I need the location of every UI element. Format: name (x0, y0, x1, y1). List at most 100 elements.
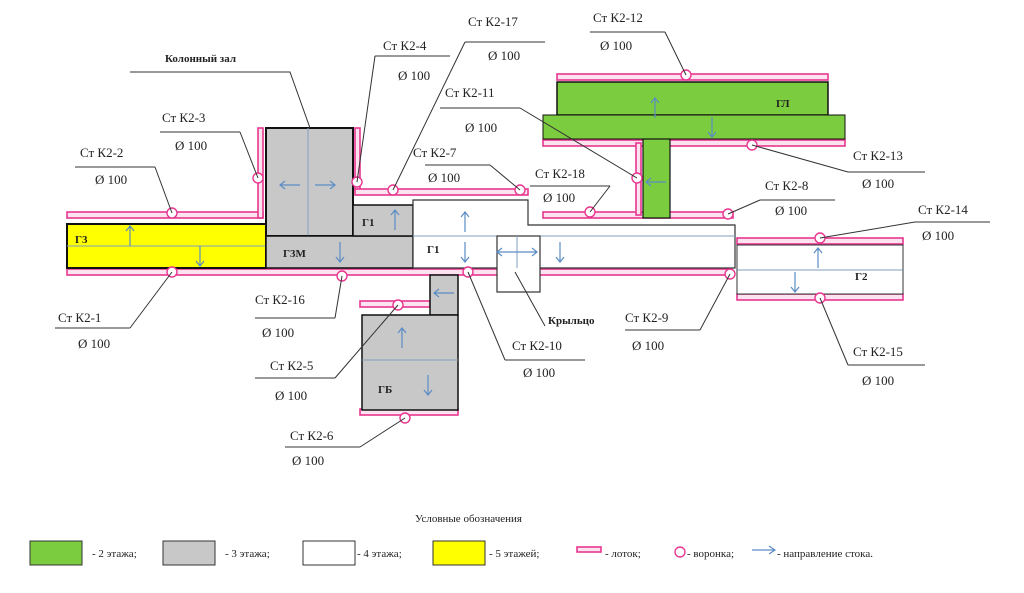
downpipe-label: Ст К2-10 (512, 338, 562, 353)
leader-line (625, 273, 731, 331)
downpipe-label: Ст К2-15 (853, 344, 903, 359)
leader-line (440, 107, 638, 179)
flow-arrow-icon (555, 242, 565, 263)
flow-arrow-icon (460, 242, 470, 263)
roof-gb (361, 314, 459, 411)
flow-arrow-icon (397, 327, 407, 348)
downpipe-callout: Ст К2-7 Ø 100 (413, 145, 521, 191)
flow-arrow-icon (433, 288, 454, 298)
downpipe-callout: Ст К2-4Ø 100 (356, 38, 450, 183)
leader-line (285, 417, 406, 448)
downpipe-callout: Ст К2-10 Ø 100 (467, 271, 585, 380)
downpipe-callout: Ст К2-13Ø 100 (751, 144, 925, 191)
label-g1-small: Г1 (362, 217, 375, 229)
roof-gl-lower (542, 114, 846, 140)
flow-arrow-icon (195, 246, 205, 267)
downpipe-label: Ст К2-5 (270, 358, 313, 373)
downpipe-callout: Ст К2-16 Ø 100 (255, 275, 343, 340)
legend-gutter-icon (576, 546, 602, 553)
downpipe-diameter: Ø 100 (262, 325, 294, 340)
flow-arrow-icon (517, 247, 538, 257)
downpipe-callout: Ст К2-2Ø 100 (75, 145, 173, 214)
label-column-hall: Колонный зал (165, 53, 236, 65)
flow-arrow-icon (707, 117, 717, 138)
downpipe-diameter: Ø 100 (862, 176, 894, 191)
label-porch: Крыльцо (548, 315, 595, 327)
downpipe-label: Ст К2-1 (58, 310, 101, 325)
flow-arrow-icon (335, 242, 345, 263)
leader-line (160, 131, 259, 179)
leader-line (467, 271, 585, 361)
label-g3m: Г3М (283, 248, 306, 260)
label-g3: Г3 (75, 234, 88, 246)
flow-arrow-icon (496, 247, 517, 257)
downpipe-label: Ст К2-2 (80, 145, 123, 160)
legend: Условные обозначения - 2 этажа; - 3 этаж… (29, 513, 873, 566)
legend-swatch-4-floors (302, 540, 356, 566)
flow-arrow-icon (645, 177, 666, 187)
gutter (542, 139, 846, 147)
leader-line (727, 199, 835, 215)
downpipe-callout: Ст К2-14Ø 100 (819, 202, 990, 243)
legend-3-floors: - 3 этажа; (225, 548, 270, 560)
downpipe-callout: Ст К2-12 Ø 100 (590, 10, 687, 76)
downpipe-label: Ст К2-11 (445, 85, 494, 100)
downpipe-diameter: Ø 100 (523, 365, 555, 380)
flow-arrow-icon (125, 225, 135, 246)
flow-arrow-icon (423, 375, 433, 396)
leader-line (425, 164, 521, 191)
downpipe-callout: Ст К2-8 Ø 100 (727, 178, 835, 218)
flow-arrow-icon (790, 272, 800, 293)
legend-swatch-3-floors (162, 540, 216, 566)
downpipe-label: Ст К2-9 (625, 310, 668, 325)
legend-2-floors: - 2 этажа; (92, 548, 137, 560)
leader-line (819, 297, 925, 366)
downpipe-callout: Ст К2-17 Ø 100 (392, 14, 545, 191)
legend-4-floors: - 4 этажа; (357, 548, 402, 560)
downpipe-diameter: Ø 100 (632, 338, 664, 353)
legend-flow: - направление стока. (777, 548, 873, 560)
downpipe-diameter: Ø 100 (775, 203, 807, 218)
downpipe-callout: Ст К2-1 Ø 100 (55, 271, 173, 351)
downpipe-diameter: Ø 100 (275, 388, 307, 403)
downpipe-callout: Ст К2-18Ø 100 (530, 166, 611, 213)
legend-gutter: - лоток; (605, 548, 641, 560)
downpipe-callout: Ст К2-6 Ø 100 (285, 417, 406, 468)
downpipe-callout: Ст К2-11Ø 100 (440, 85, 638, 179)
downpipe-diameter: Ø 100 (428, 170, 460, 185)
flow-arrow-icon (650, 97, 660, 118)
downpipe-label: Ст К2-7 (413, 145, 457, 160)
downpipe-callout: Ст К2-15Ø 100 (819, 297, 925, 388)
downpipe-diameter: Ø 100 (600, 38, 632, 53)
downpipe-label: Ст К2-6 (290, 428, 334, 443)
downpipe-label: Ст К2-16 (255, 292, 305, 307)
downpipe-diameter: Ø 100 (398, 68, 430, 83)
leader-line (530, 185, 611, 213)
flow-arrow-icon (813, 247, 823, 268)
downpipe-diameter: Ø 100 (543, 190, 575, 205)
gutter (66, 211, 264, 219)
downpipe-label: Ст К2-8 (765, 178, 808, 193)
label-gl: ГЛ (776, 98, 790, 110)
flow-arrow-icon (279, 180, 300, 190)
label-g2: Г2 (855, 271, 868, 283)
downpipe-label: Ст К2-17 (468, 14, 518, 29)
leader-line (255, 304, 399, 379)
leader-line (819, 221, 990, 239)
downpipe-diameter: Ø 100 (292, 453, 324, 468)
downpipe-label: Ст К2-3 (162, 110, 205, 125)
downpipe-diameter: Ø 100 (175, 138, 207, 153)
legend-flow-arrow-icon (752, 545, 777, 555)
downpipe-label: Ст К2-12 (593, 10, 643, 25)
downpipe-callout: Ст К2-3 Ø 100 (160, 110, 259, 179)
leader-line (751, 144, 925, 173)
gutter (556, 73, 829, 81)
legend-title: Условные обозначения (415, 513, 522, 525)
label-g1-main: Г1 (427, 244, 440, 256)
legend-funnel-icon (674, 546, 686, 558)
downpipe-diameter: Ø 100 (78, 336, 110, 351)
leader-line (590, 31, 687, 76)
legend-swatch-2-floors (29, 540, 83, 566)
